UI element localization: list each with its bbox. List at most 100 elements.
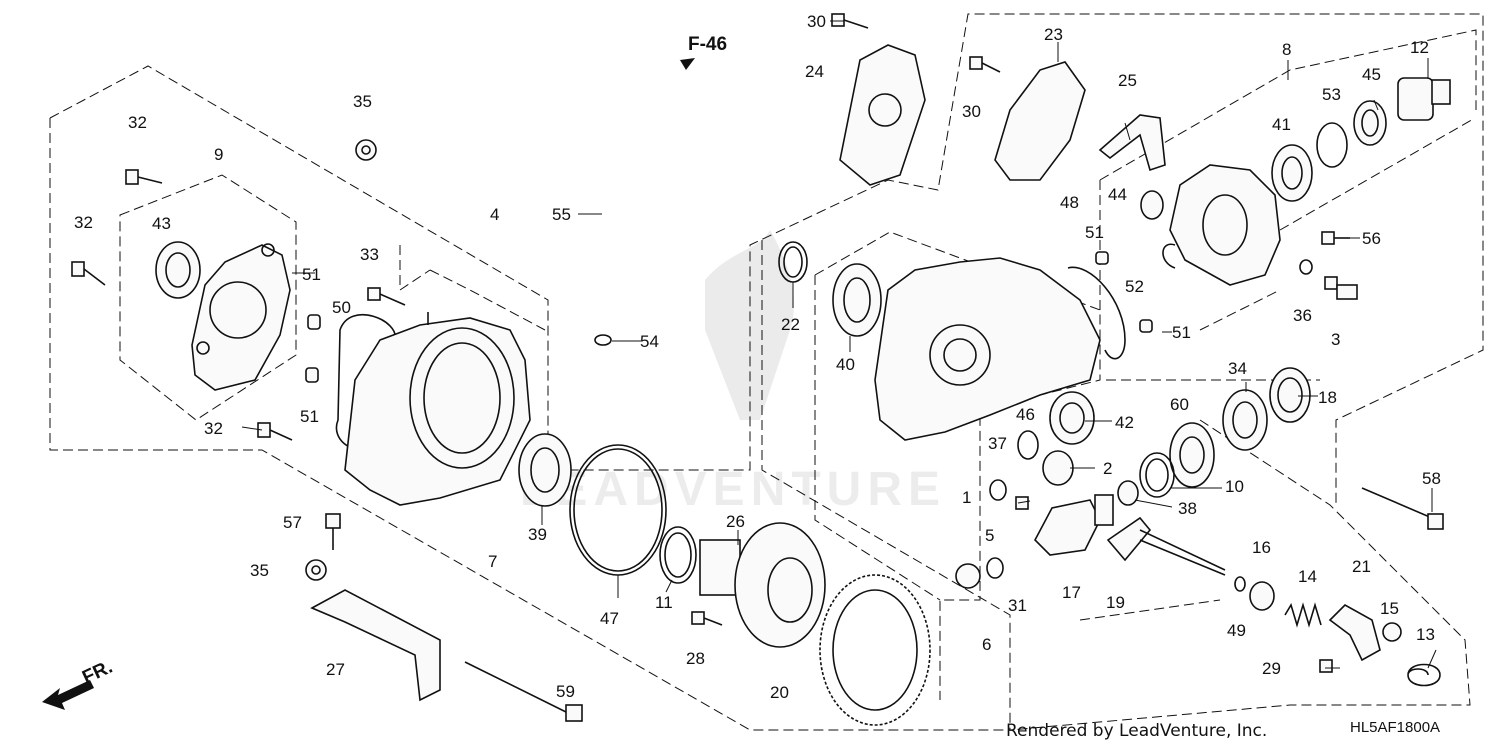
part-main-final-gear-case[interactable]	[874, 257, 1101, 441]
part-16-collar[interactable]	[1249, 581, 1275, 611]
part-22-snap-ring[interactable]	[778, 241, 808, 283]
part-52-circlip[interactable]	[1162, 243, 1176, 269]
label-25: 25	[1118, 71, 1137, 90]
part-32-bolt-c[interactable]	[257, 422, 293, 441]
label-20: 20	[770, 683, 789, 702]
label-36: 36	[1293, 306, 1312, 325]
part-59-long-bolt[interactable]	[464, 661, 583, 722]
label-14: 14	[1298, 567, 1317, 586]
label-10: 10	[1225, 477, 1244, 496]
part-32-bolt-b[interactable]	[71, 261, 106, 286]
part-15-stopper[interactable]	[1382, 622, 1402, 642]
part-30-bolt-a[interactable]	[831, 13, 869, 29]
part-53-circlip[interactable]	[1316, 122, 1348, 168]
part-46-o-ring[interactable]	[1017, 430, 1039, 460]
part-35-nut-a[interactable]	[355, 139, 377, 161]
part-49-washer[interactable]	[1234, 576, 1246, 592]
part-3-sensor[interactable]	[1324, 276, 1358, 300]
label-3: 3	[1331, 330, 1340, 349]
part-39-bearing[interactable]	[518, 433, 572, 507]
part-35-nut-b[interactable]	[305, 559, 327, 581]
part-27-bracket[interactable]	[310, 589, 441, 702]
part-2-nut[interactable]	[1042, 450, 1074, 486]
part-41-bearing[interactable]	[1271, 144, 1313, 202]
part-14-spring[interactable]	[1284, 602, 1322, 628]
part-42-bearing-holder[interactable]	[1049, 391, 1095, 445]
part-28-bolt[interactable]	[691, 611, 723, 626]
leader-lines	[241, 20, 1437, 669]
watermark-logo	[705, 230, 794, 420]
part-24-cover[interactable]	[839, 44, 926, 186]
part-54-hose-clip[interactable]	[594, 334, 612, 346]
part-43-oil-seal[interactable]	[155, 241, 201, 299]
label-40: 40	[836, 355, 855, 374]
part-51-dowel-b[interactable]	[305, 367, 319, 383]
part-58-bolt[interactable]	[1361, 487, 1444, 530]
part-36-washer[interactable]	[1299, 259, 1313, 275]
part-6-bushing[interactable]	[955, 563, 981, 589]
label-29: 29	[1262, 659, 1281, 678]
part-4-gear-case[interactable]	[344, 312, 531, 506]
part-44-oil-seal[interactable]	[1140, 190, 1164, 220]
label-5: 5	[985, 526, 994, 545]
label-13: 13	[1416, 625, 1435, 644]
label-52: 52	[1125, 277, 1144, 296]
label-34: 34	[1228, 359, 1247, 378]
label-30-top: 30	[807, 12, 826, 31]
part-38-collar[interactable]	[1117, 480, 1139, 506]
part-40-bearing[interactable]	[832, 263, 882, 337]
part-33-bolt[interactable]	[367, 287, 406, 306]
label-9: 9	[214, 145, 223, 164]
part-17-drive-pinion[interactable]	[1034, 494, 1114, 556]
part-55-breather-hose[interactable]	[603, 58, 681, 370]
part-25-plate[interactable]	[1098, 114, 1166, 172]
part-37-washer[interactable]	[989, 479, 1007, 501]
label-55: 55	[552, 205, 571, 224]
label-21: 21	[1352, 557, 1371, 576]
part-31-bolt[interactable]	[1015, 496, 1029, 510]
part-12-pinion-joint[interactable]	[1397, 77, 1451, 121]
part-18-sleeve[interactable]	[1269, 367, 1311, 423]
label-44: 44	[1108, 185, 1127, 204]
part-9-cover-plate[interactable]	[191, 243, 291, 391]
part-48-o-ring[interactable]	[1067, 266, 1126, 360]
label-8: 8	[1282, 40, 1291, 59]
part-51-dowel-d[interactable]	[1139, 319, 1153, 333]
label-23: 23	[1044, 25, 1063, 44]
part-20-ring-gear[interactable]	[819, 574, 931, 726]
part-45-oil-seal[interactable]	[1353, 100, 1387, 146]
label-15: 15	[1380, 599, 1399, 618]
part-26-differential[interactable]	[699, 522, 826, 648]
label-19: 19	[1106, 593, 1125, 612]
part-60-bearing[interactable]	[1169, 422, 1215, 488]
part-11-shim[interactable]	[659, 526, 697, 584]
hose-direction-arrow	[680, 58, 695, 70]
label-38: 38	[1178, 499, 1197, 518]
front-direction-arrow-icon	[42, 680, 94, 710]
part-34-spline-collar[interactable]	[1222, 389, 1268, 451]
part-30-bolt-b[interactable]	[969, 56, 1001, 73]
label-58: 58	[1422, 469, 1441, 488]
label-32-left: 32	[74, 213, 93, 232]
label-48: 48	[1060, 193, 1079, 212]
reference-f46: F-46	[688, 34, 727, 55]
label-28: 28	[686, 649, 705, 668]
part-23-bracket[interactable]	[994, 61, 1086, 181]
label-51-left-top: 51	[302, 265, 321, 284]
part-51-dowel-a[interactable]	[307, 314, 321, 330]
part-57-bolt[interactable]	[325, 513, 341, 550]
part-51-dowel-c[interactable]	[1095, 251, 1109, 265]
part-13-return-spring[interactable]	[1407, 663, 1441, 687]
part-32-bolt-a[interactable]	[125, 169, 163, 185]
part-19-shift-fork[interactable]	[1106, 516, 1226, 576]
part-21-shift-arm[interactable]	[1328, 604, 1381, 662]
part-8-rear-case[interactable]	[1169, 164, 1281, 286]
label-22: 22	[781, 315, 800, 334]
part-5-collar[interactable]	[986, 557, 1004, 579]
label-60: 60	[1170, 395, 1189, 414]
label-24: 24	[805, 62, 824, 81]
part-10-shim[interactable]	[1139, 452, 1175, 498]
part-29-bolt[interactable]	[1319, 659, 1333, 673]
